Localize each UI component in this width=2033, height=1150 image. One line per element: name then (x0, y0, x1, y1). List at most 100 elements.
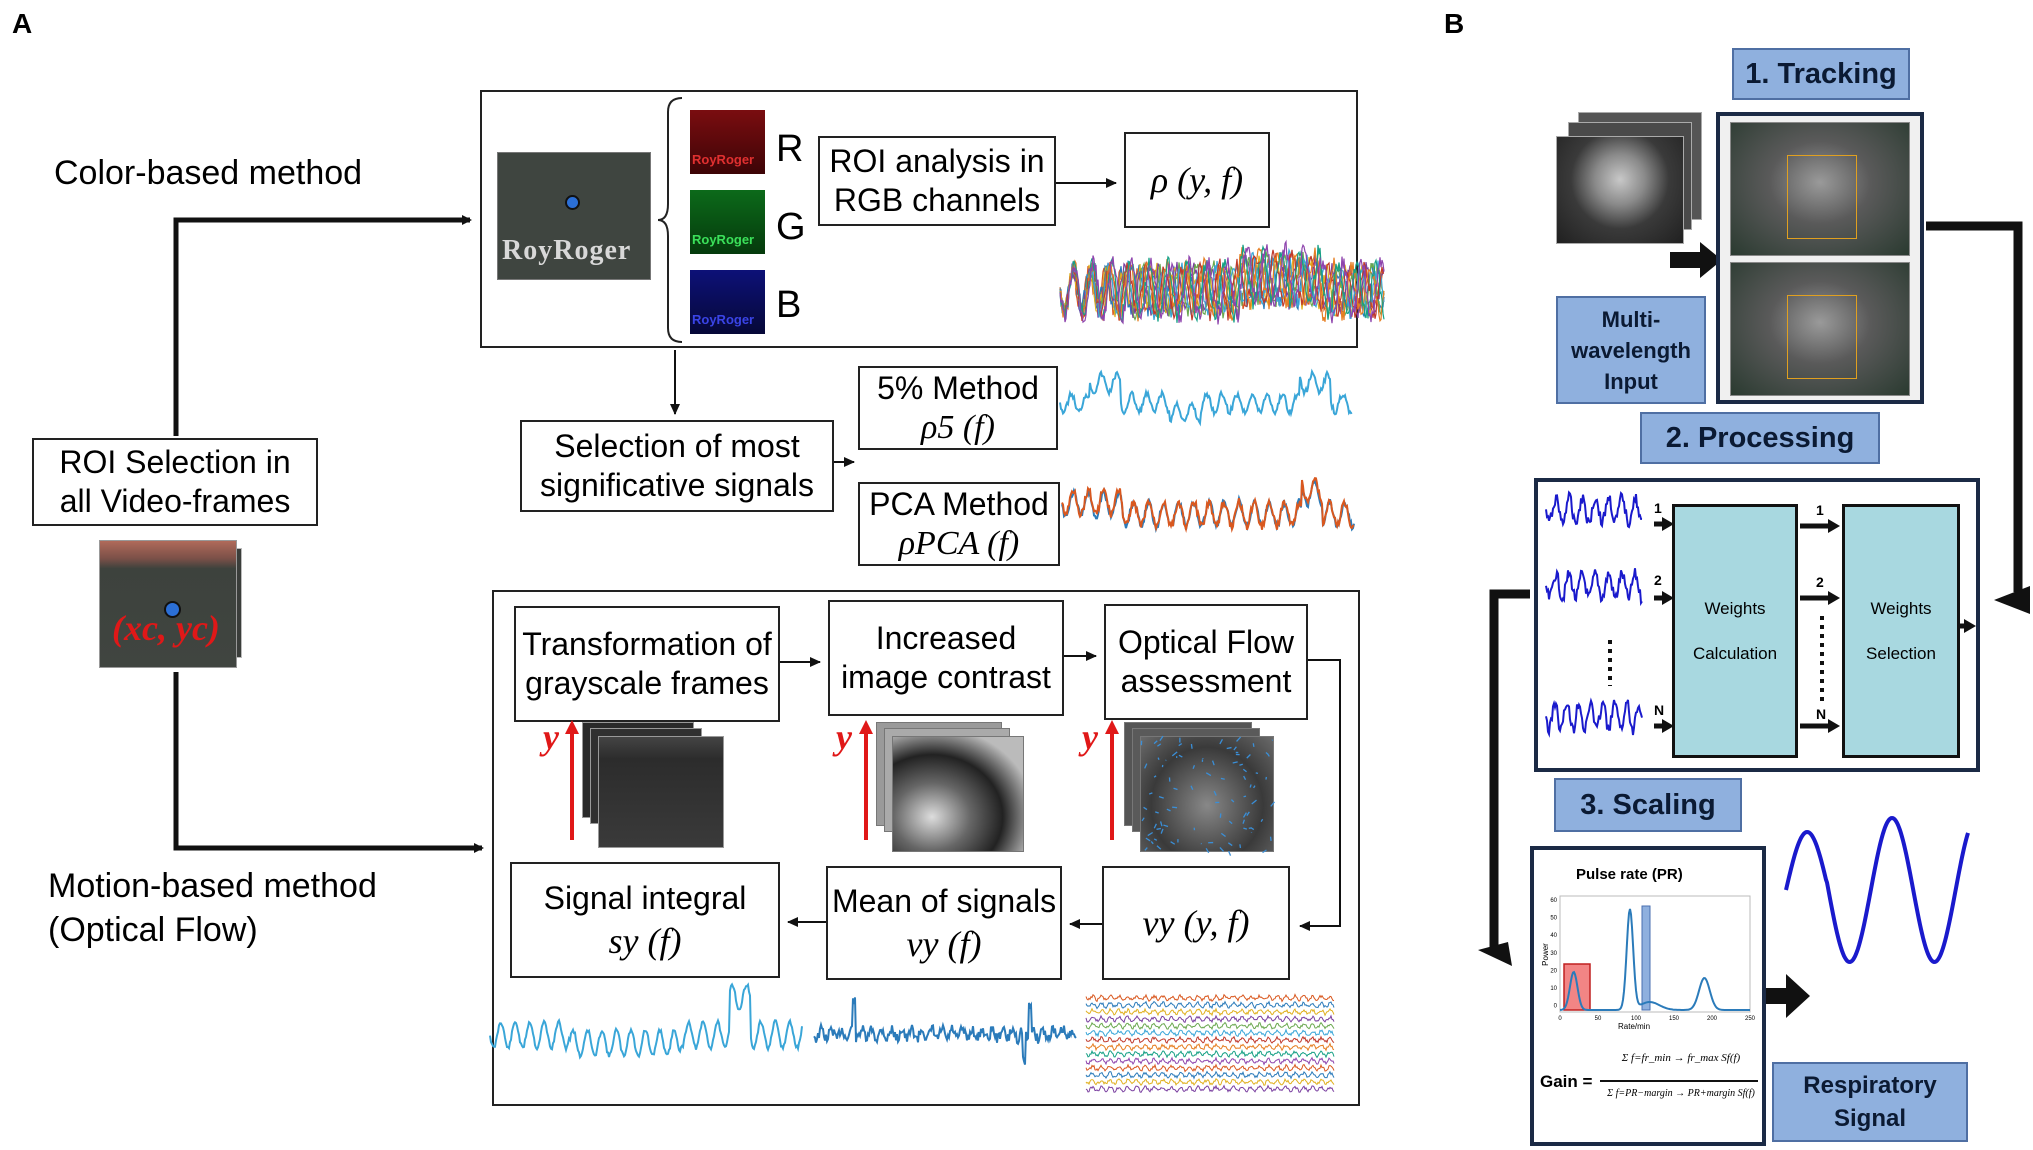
method5-trace (1059, 368, 1353, 427)
rho-box: ρ (y, f) (1124, 132, 1270, 228)
flow-trace-line (1085, 1070, 1335, 1080)
roi-selection-box: ROI Selection in all Video-frames (32, 438, 318, 526)
flow-vector (1147, 831, 1154, 837)
pulse-ytick: 0 (1554, 1004, 1558, 1010)
input-line1: Multi- (1601, 306, 1661, 332)
flow-vector (1270, 801, 1275, 807)
tracking-box-top (1787, 155, 1857, 239)
flow-vector (1205, 772, 1212, 777)
pulse-xtick: 150 (1669, 1016, 1680, 1022)
flow-line2: assessment (1120, 663, 1292, 699)
flow-vector (1232, 761, 1238, 764)
flow-vector (1150, 841, 1154, 845)
flow-vector (1153, 823, 1157, 829)
flow-trace-line (1085, 1014, 1335, 1024)
flow-vector (1159, 821, 1163, 827)
tracked-face-top (1730, 122, 1910, 256)
flow-vector (1239, 844, 1242, 849)
flow-vector (1233, 746, 1237, 751)
gray-stack-front (598, 736, 724, 848)
gray-line1: Transformation of (522, 626, 772, 662)
flow-vector (1213, 790, 1217, 796)
pulse-xtick: 250 (1745, 1016, 1756, 1022)
flow-vector (1243, 795, 1247, 798)
optical-flow-box: Optical Flow assessment (1104, 604, 1308, 720)
flow-vector (1156, 845, 1162, 850)
contrast-box: Increased image contrast (828, 600, 1064, 716)
integral-line1: Signal integral (543, 880, 747, 916)
flow-vector (1143, 806, 1148, 811)
flow-vector (1155, 811, 1159, 814)
respiratory-signal-plot (1784, 815, 1970, 965)
flow-vector (1249, 784, 1252, 788)
arrow-roi-to-color (173, 215, 472, 436)
flow-vector (1144, 847, 1148, 851)
channel-g-shirt-text: RoyRoger (692, 232, 755, 247)
motion-method-label: Motion-based method (Optical Flow) (48, 864, 377, 952)
processing-label: 2. Processing (1640, 412, 1880, 464)
flow-vector (1160, 828, 1164, 834)
selection-line2: significative signals (540, 467, 814, 503)
flow-vector (1242, 812, 1247, 818)
tracked-face-bottom (1730, 262, 1910, 396)
tracking-label: 1. Tracking (1732, 48, 1910, 100)
weights-sel-box: Weights Selection (1842, 504, 1960, 758)
roi-frame-front: (xc, yc) (99, 540, 237, 668)
contrast-stack-front (892, 736, 1024, 852)
flow-vector (1260, 818, 1264, 823)
flow-vector (1246, 811, 1250, 816)
signal-integral-box: Signal integral sy (f) (510, 862, 780, 978)
pulse-ylabel: Power (1540, 943, 1550, 966)
flow-trace-line (1085, 1028, 1335, 1038)
contrast-line1: Increased (875, 620, 1017, 656)
integral-line2: sy (f) (608, 921, 682, 961)
flow-vector (1227, 842, 1233, 847)
method5-box: 5% Method ρ5 (f) (858, 366, 1058, 450)
pca-line2: ρPCA (f) (898, 525, 1020, 562)
channel-r-label: R (776, 128, 804, 170)
resp-range-marker (1563, 963, 1591, 1011)
selection-box: Selection of most significative signals (520, 420, 834, 512)
roi-center-dot (164, 601, 181, 618)
pca-trace (1061, 476, 1355, 534)
pca-box: PCA Method ρPCA (f) (858, 482, 1060, 566)
channel-r-image: RoyRoger (690, 110, 765, 174)
flow-vector (1255, 772, 1259, 774)
flow-trace-line (1085, 1049, 1335, 1059)
flow-vector (1228, 850, 1232, 856)
pulse-title: Pulse rate (PR) (1576, 866, 1683, 883)
shirt-photo: RoyRoger (497, 152, 651, 280)
roi-analysis-line1: ROI analysis in (829, 143, 1045, 179)
processing-signals (1545, 490, 1643, 738)
flow-traces (1085, 993, 1335, 1094)
gain-label: Gain = (1540, 1072, 1593, 1091)
channel-g-label: G (776, 206, 806, 248)
flow-vector (1251, 799, 1257, 805)
flow-vector (1157, 743, 1162, 747)
mean-line1: Mean of signals (831, 883, 1057, 919)
flow-trace-line (1085, 1077, 1335, 1087)
pulse-ytick: 20 (1550, 968, 1557, 974)
channel-n-out: N (1816, 706, 1827, 722)
pulse-xtick: 200 (1707, 1016, 1718, 1022)
roi-line2: all Video-frames (59, 483, 291, 519)
flow-vector (1262, 849, 1267, 854)
flow-vector (1230, 799, 1235, 803)
y-label-2: y (836, 717, 852, 757)
channel-r-shirt-text: RoyRoger (692, 152, 755, 167)
flow-vector (1153, 775, 1157, 778)
flow-vector (1190, 785, 1194, 790)
gain-fraction-bar (1600, 1080, 1758, 1082)
pulse-xlabel: Rate/min (1618, 1022, 1651, 1031)
flow-vector (1173, 787, 1178, 791)
flow-vector (1253, 785, 1256, 789)
channel-2-out: 2 (1816, 574, 1824, 590)
pr-marker (1641, 905, 1651, 1011)
flow-vector (1226, 746, 1232, 750)
flow-vector (1163, 824, 1169, 828)
flow-vector (1192, 765, 1196, 769)
flow-vector (1141, 817, 1145, 822)
flow-trace-line (1085, 993, 1335, 1003)
flow-vector (1157, 757, 1160, 760)
